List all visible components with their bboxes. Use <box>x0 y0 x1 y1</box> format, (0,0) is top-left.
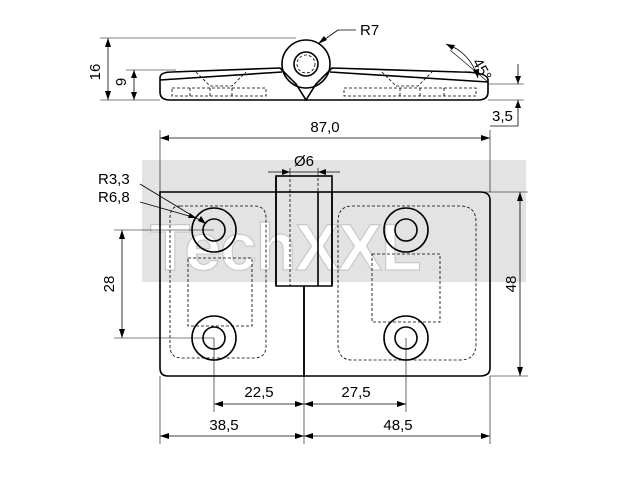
dim-height-leaf: 9 <box>113 69 176 100</box>
dim-height-total-label: 16 <box>87 64 104 81</box>
dim-overall-length-label: 87,0 <box>310 119 339 136</box>
dim-boss-radius-label: R6,8 <box>98 189 130 206</box>
dim-overall-height: 48 <box>332 191 528 377</box>
dim-overall-length: 87,0 <box>159 119 491 192</box>
dim-hole-spacing-vertical: 28 <box>101 229 214 339</box>
dim-pin-radius: R7 <box>317 22 379 45</box>
dim-boss-radius: R6,8 <box>98 189 197 219</box>
pin-knuckle <box>281 39 331 89</box>
dim-hole-spacing-vertical-label: 28 <box>101 276 118 293</box>
hole-top-right <box>383 207 429 253</box>
dim-hole-radius-label: R3,3 <box>98 171 130 188</box>
dim-hole-offset-right: 27,5 <box>304 338 407 412</box>
dim-hole-offset-left-label: 22,5 <box>244 384 273 401</box>
dim-hole-offset-right-label: 27,5 <box>341 384 370 401</box>
pin-hole <box>293 51 319 77</box>
dim-thickness-offset-label: 3,5 <box>492 108 513 125</box>
dim-angle: 45° <box>445 43 495 84</box>
dim-thickness-offset: 3,5 <box>488 64 524 127</box>
watermark-text: TechXXL <box>150 210 421 284</box>
watermark: TechXXL <box>142 160 526 285</box>
dim-angle-label: 45° <box>469 56 495 84</box>
dim-hole-offset-left: 22,5 <box>213 338 305 444</box>
dim-pin-diameter-label: Ø6 <box>294 153 314 170</box>
dim-leaf-right-width: 48,5 <box>304 376 491 444</box>
dim-leaf-left-width: 38,5 <box>159 376 304 444</box>
dim-height-leaf-label: 9 <box>113 78 130 86</box>
dim-leaf-right-width-label: 48,5 <box>383 417 412 434</box>
dim-height-total: 16 <box>87 37 296 101</box>
dim-overall-height-label: 48 <box>503 276 520 293</box>
side-view <box>159 39 489 101</box>
dim-pin-radius-label: R7 <box>360 22 379 39</box>
dim-leaf-left-width-label: 38,5 <box>209 417 238 434</box>
dim-pin-diameter: Ø6 <box>268 153 340 176</box>
